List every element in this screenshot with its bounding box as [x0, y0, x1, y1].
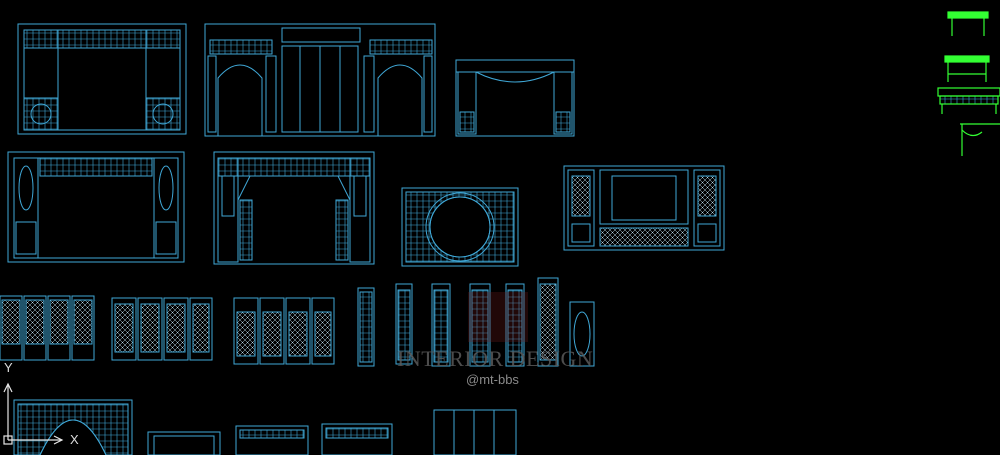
drawing-folding-screen-3[interactable]: [233, 297, 335, 365]
ucs-x-label: X: [70, 432, 79, 447]
drawing-panel-set[interactable]: [357, 277, 595, 367]
watermark-logo-icon: [468, 292, 528, 342]
drawing-arch-frame-1[interactable]: [455, 59, 575, 137]
drawing-small-frames-bottom[interactable]: [147, 409, 517, 455]
drawing-screen-frame-2[interactable]: [7, 151, 185, 263]
ucs-y-label: Y: [4, 360, 13, 375]
drawing-green-furniture[interactable]: [937, 11, 1000, 156]
drawing-screen-frame-1[interactable]: [17, 23, 187, 135]
drawing-paneled-wall[interactable]: [563, 165, 725, 251]
drawing-folding-screen-2[interactable]: [111, 297, 213, 361]
drawing-moon-gate[interactable]: [401, 187, 519, 267]
drawing-folding-screen-1[interactable]: [0, 295, 95, 361]
ucs-icon: [3, 382, 64, 445]
drawing-archway-wall-1[interactable]: [204, 23, 436, 137]
drawing-round-gate-partial[interactable]: [13, 399, 133, 455]
drawing-open-arch-frame[interactable]: [213, 151, 375, 265]
